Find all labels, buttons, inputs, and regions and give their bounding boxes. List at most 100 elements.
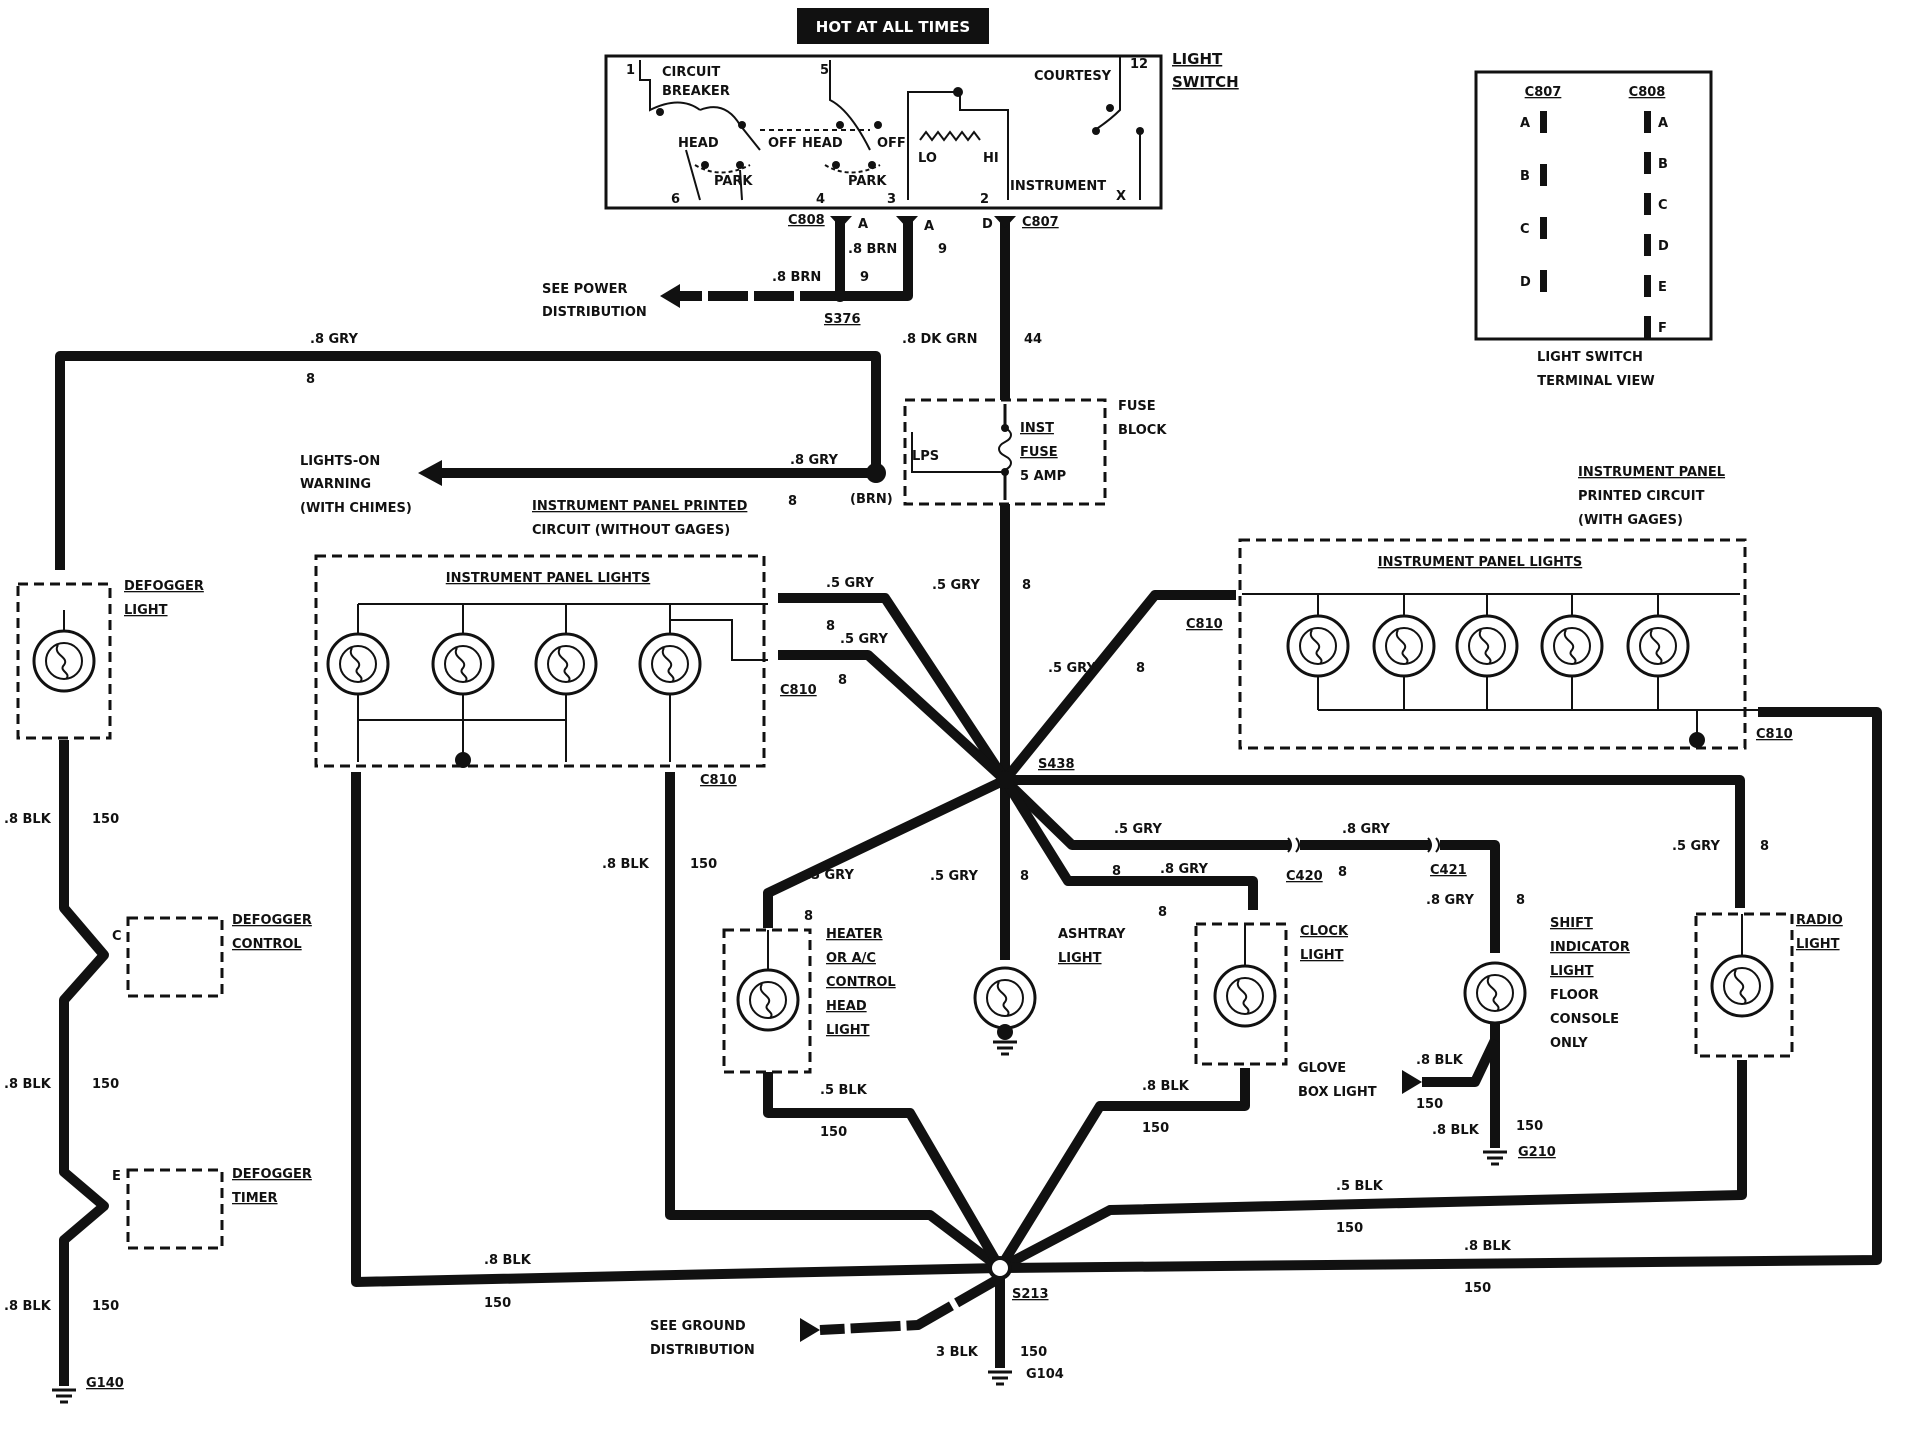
wire-gry5-b: .5 GRY	[840, 632, 888, 647]
wire-brn-8b: .8 BRN	[772, 270, 821, 285]
ip-light-bulb	[1540, 614, 1604, 678]
c810-a: C810	[780, 683, 817, 698]
heater-light-box	[722, 928, 812, 1074]
terminal-right-pin-bar	[1644, 193, 1651, 215]
pin-12: 12	[1130, 57, 1148, 72]
wire-n9c: 9	[860, 270, 869, 285]
wire-n8-e: 8	[804, 909, 813, 924]
terminal-right-pin-bar	[1644, 275, 1651, 297]
wire-n44: 44	[1024, 332, 1042, 347]
c421-connector: C421	[1430, 863, 1467, 878]
heater-3: CONTROL	[826, 975, 896, 990]
ground-wires	[351, 707, 1882, 1368]
wire-gry8-h: .8 GRY	[1342, 822, 1390, 837]
wire-n8-c: 8	[1022, 578, 1031, 593]
shift-3: LIGHT	[1550, 964, 1594, 979]
inst-fuse-icon	[911, 404, 1012, 500]
pin-d: D	[982, 217, 993, 232]
terminal-right-pin: C	[1658, 198, 1668, 213]
g140-ground: G140	[86, 1376, 124, 1391]
wire-n8-top: 8	[306, 372, 315, 387]
heater-5: LIGHT	[826, 1023, 870, 1038]
ip-light-bulb	[638, 632, 702, 696]
s213-dot	[988, 1256, 1012, 1280]
fuse-block-1: FUSE	[1118, 399, 1156, 414]
terminal-left-pin-bar	[1540, 111, 1547, 133]
shift-1: SHIFT	[1550, 916, 1593, 931]
ip-light-bulb	[326, 632, 390, 696]
terminal-right-pin: F	[1658, 321, 1667, 336]
see-ground-1: SEE GROUND	[650, 1319, 746, 1334]
terminal-c807: C807	[1525, 85, 1562, 100]
pin-a-2: A	[924, 219, 934, 234]
wire-blk5-radio: .5 BLK	[1336, 1179, 1384, 1194]
g210-ground: G210	[1518, 1145, 1556, 1160]
c810-c: C810	[1186, 617, 1223, 632]
ipc-without-2: CIRCUIT (WITHOUT GAGES)	[532, 523, 730, 538]
defogger-c-pin: C	[112, 929, 122, 944]
terminal-view-box	[1474, 70, 1713, 341]
s438-dot	[996, 771, 1014, 789]
ipc-without-1: INSTRUMENT PANEL PRINTED	[532, 499, 748, 514]
s376-splice: S376	[824, 312, 861, 327]
terminal-right-pin: D	[1658, 239, 1669, 254]
heater-4: HEAD	[826, 999, 867, 1014]
wire-blk5-heater: .5 BLK	[820, 1083, 868, 1098]
defogger-e-pin: E	[112, 1169, 121, 1184]
defogger-light-2: LIGHT	[124, 603, 168, 618]
wire-n8-i: 8	[1112, 864, 1121, 879]
wire-n150-g210: 150	[1516, 1119, 1543, 1134]
wire-gry5-f: .5 GRY	[930, 869, 978, 884]
wire-dkgrn: .8 DK GRN	[902, 332, 977, 347]
defogger-control-1: DEFOGGER	[232, 913, 312, 928]
wire-gry5-g: .5 GRY	[1114, 822, 1162, 837]
ip-lights-left-title: INSTRUMENT PANEL LIGHTS	[446, 571, 650, 586]
pin-3: 3	[887, 192, 896, 207]
ip-light-bulb	[431, 632, 495, 696]
wire-blk8-bot: .8 BLK	[484, 1253, 532, 1268]
wire-gry5-a: .5 GRY	[826, 576, 874, 591]
shift-6: ONLY	[1550, 1036, 1588, 1051]
fuse-block-2: BLOCK	[1118, 423, 1167, 438]
see-power-1: SEE POWER	[542, 282, 627, 297]
hot-at-all-times-text: HOT AT ALL TIMES	[816, 18, 970, 36]
off-label-1: OFF	[768, 136, 797, 151]
inst-fuse-3: 5 AMP	[1020, 469, 1066, 484]
defogger-light-box	[16, 582, 112, 740]
lo-label: LO	[918, 151, 937, 166]
terminal-left-pin-bar	[1540, 164, 1547, 186]
light-switch-internals	[639, 56, 1144, 201]
courtesy-label: COURTESY	[1034, 69, 1112, 84]
c420-connector: C420	[1286, 869, 1323, 884]
clock-light-box	[1194, 922, 1288, 1066]
pin-1: 1	[626, 63, 635, 78]
ipc-with-2: PRINTED CIRCUIT	[1578, 489, 1705, 504]
c810-d: C810	[1756, 727, 1793, 742]
ipc-with-3: (WITH GAGES)	[1578, 513, 1683, 528]
lights-on-2: WARNING	[300, 477, 371, 492]
ip-lights-right-bulbs	[1242, 593, 1758, 748]
ip-light-bulb	[1372, 614, 1436, 678]
wire-gry5-d: .5 GRY	[1048, 661, 1096, 676]
shift-5: CONSOLE	[1550, 1012, 1619, 1027]
wire-gry5-e: .5 GRY	[806, 868, 854, 883]
wire-n150-radio: 150	[1336, 1221, 1363, 1236]
wire-blk8-glove: .8 BLK	[1416, 1053, 1464, 1068]
inst-fuse-2: FUSE	[1020, 445, 1058, 460]
terminal-caption-1: LIGHT SWITCH	[1537, 350, 1643, 365]
head-label-1: HEAD	[678, 136, 719, 151]
wire-n8-d: 8	[1136, 661, 1145, 676]
circuit-breaker-label-1: CIRCUIT	[662, 65, 720, 80]
ip-lights-right-title: INSTRUMENT PANEL LIGHTS	[1378, 555, 1582, 570]
terminal-right-pin-bar	[1644, 316, 1651, 338]
terminal-right-pin: E	[1658, 280, 1667, 295]
wire-blk8-clock: .8 BLK	[1142, 1079, 1190, 1094]
defogger-wire	[59, 740, 109, 1386]
shift-4: FLOOR	[1550, 988, 1599, 1003]
terminal-left-pin: C	[1520, 222, 1530, 237]
heater-2: OR A/C	[826, 951, 876, 966]
wire-n150-l2: 150	[92, 1077, 119, 1092]
